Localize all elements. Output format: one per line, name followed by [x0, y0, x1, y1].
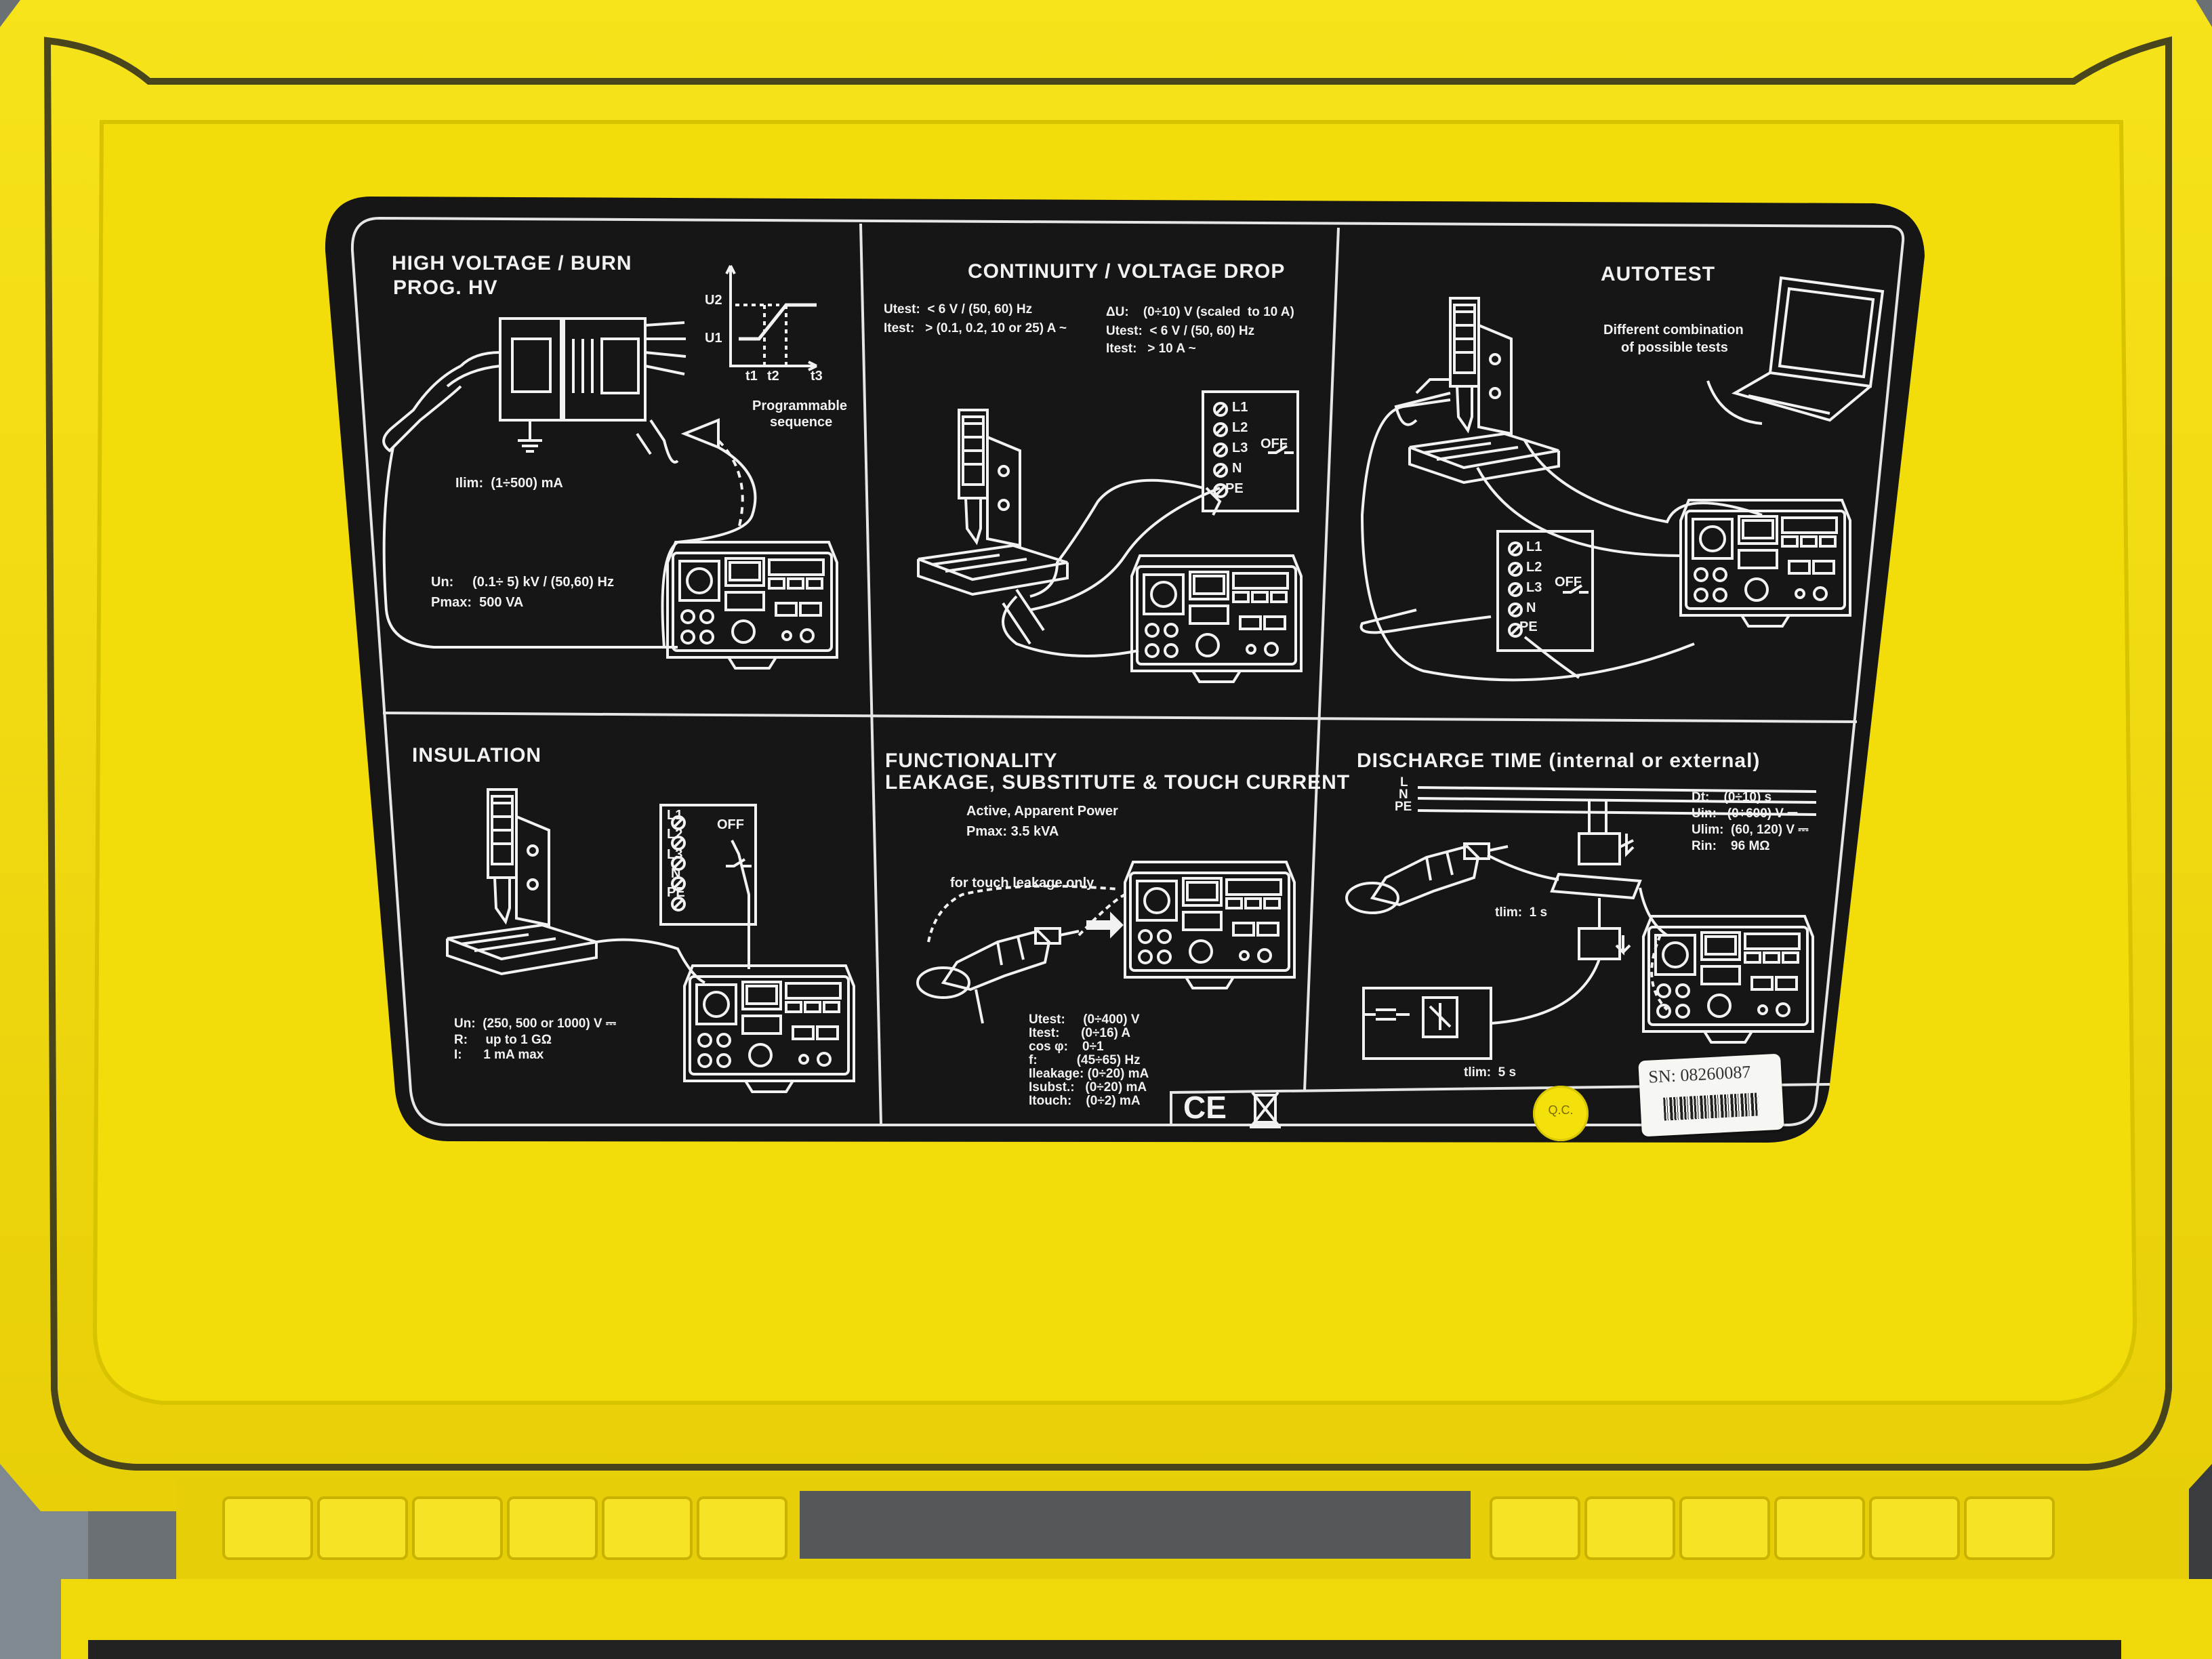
hv-title-line2: PROG. HV	[393, 276, 498, 299]
discharge-line-l: L	[1400, 775, 1408, 790]
insulation-title: INSULATION	[412, 744, 542, 766]
functionality-pmax-spec: Pmax: 3.5 kVA	[966, 824, 1059, 839]
insulation-switch-l1: L1	[667, 808, 683, 823]
insulation-switch-pe: PE	[667, 885, 685, 900]
serial-number-sticker: SN: 08260087	[1638, 1053, 1784, 1137]
continuity-itest-spec: Itest: > (0.1, 0.2, 10 or 25) A ~	[884, 321, 1067, 335]
voltage-drop-utest-spec: Utest: < 6 V / (50, 60) Hz	[1106, 324, 1255, 338]
hv-title-line1: HIGH VOLTAGE / BURN	[392, 252, 632, 274]
autotest-note-line1: Different combination	[1603, 323, 1744, 337]
touch-leakage-note: for touch leakage only	[950, 876, 1094, 890]
functionality-spec-itest: Itest: (0÷16) A	[1029, 1026, 1131, 1040]
continuity-switch-l2: L2	[1232, 420, 1248, 435]
autotest-switch-pe: PE	[1519, 619, 1538, 634]
insulation-switch-n: N	[671, 866, 681, 881]
hv-un-spec: Un: (0.1÷ 5) kV / (50,60) Hz	[431, 575, 614, 590]
voltage-drop-itest-spec: Itest: > 10 A ~	[1106, 342, 1196, 356]
discharge-dt-spec: Dt: (0÷10) s	[1692, 790, 1772, 804]
autotest-switch-l1: L1	[1526, 539, 1542, 554]
leakage-title: LEAKAGE, SUBSTITUTE & TOUCH CURRENT	[885, 771, 1351, 794]
hv-ilim-spec: Ilim: (1÷500) mA	[455, 476, 563, 491]
continuity-switch-pe: PE	[1225, 481, 1244, 496]
discharge-ulim-spec: Ulim: (60, 120) V ⎓	[1692, 823, 1809, 837]
hv-programmable-label: Programmable	[752, 398, 848, 413]
functionality-title: FUNCTIONALITY	[885, 750, 1058, 772]
autotest-switch-n: N	[1526, 600, 1536, 615]
hv-t1-label: t1	[745, 369, 758, 384]
autotest-title: AUTOTEST	[1601, 263, 1716, 285]
functionality-spec-utest: Utest: (0÷400) V	[1029, 1012, 1140, 1027]
functionality-spec-isubst: Isubst.: (0÷20) mA	[1029, 1080, 1147, 1094]
insulation-i-spec: I: 1 mA max	[454, 1048, 544, 1062]
discharge-uin-spec: Uin: (0÷600) V ⎓	[1692, 806, 1798, 821]
autotest-switch-off: OFF	[1555, 575, 1582, 590]
functionality-power-label: Active, Apparent Power	[966, 804, 1118, 819]
continuity-switch-l1: L1	[1232, 400, 1248, 415]
continuity-switch-l3: L3	[1232, 441, 1248, 455]
discharge-title: DISCHARGE TIME (internal or external)	[1357, 750, 1761, 772]
functionality-spec-f: f: (45÷65) Hz	[1029, 1053, 1141, 1067]
ce-mark: CE	[1183, 1090, 1227, 1125]
hv-t2-label: t2	[767, 369, 779, 384]
hv-sequence-label: sequence	[770, 415, 833, 430]
serial-number-text: SN: 08260087	[1647, 1061, 1751, 1087]
insulation-switch-off: OFF	[717, 817, 744, 832]
autotest-note-line2: of possible tests	[1621, 340, 1728, 355]
insulation-switch-l2: L2	[667, 827, 683, 842]
barcode-icon	[1663, 1092, 1759, 1121]
discharge-tlim-1s: tlim: 1 s	[1495, 905, 1548, 920]
autotest-switch-l2: L2	[1526, 560, 1542, 575]
functionality-spec-ileakage: Ileakage: (0÷20) mA	[1029, 1067, 1149, 1081]
hv-t3-label: t3	[811, 369, 823, 384]
qc-sticker-text: Q.C.	[1548, 1103, 1574, 1117]
voltage-drop-du-spec: ΔU: (0÷10) V (scaled to 10 A)	[1106, 305, 1294, 319]
insulation-r-spec: R: up to 1 GΩ	[454, 1033, 552, 1047]
autotest-switch-l3: L3	[1526, 580, 1542, 595]
continuity-switch-n: N	[1232, 461, 1242, 476]
functionality-spec-itouch: Itouch: (0÷2) mA	[1029, 1094, 1141, 1108]
continuity-title: CONTINUITY / VOLTAGE DROP	[968, 260, 1286, 283]
qc-sticker: Q.C.	[1533, 1086, 1589, 1141]
hv-pmax-spec: Pmax: 500 VA	[431, 595, 524, 610]
continuity-utest-spec: Utest: < 6 V / (50, 60) Hz	[884, 302, 1033, 316]
insulation-switch-l3: L3	[667, 847, 683, 862]
discharge-line-pe: PE	[1395, 800, 1412, 814]
insulation-un-spec: Un: (250, 500 or 1000) V ⎓	[454, 1017, 617, 1031]
discharge-rin-spec: Rin: 96 MΩ	[1692, 839, 1770, 853]
hv-u1-label: U1	[705, 331, 722, 346]
functionality-spec-cosphi: cos φ: 0÷1	[1029, 1040, 1104, 1054]
discharge-line-n: N	[1399, 787, 1408, 802]
continuity-switch-off: OFF	[1261, 436, 1288, 451]
hv-u2-label: U2	[705, 293, 722, 308]
discharge-tlim-5s: tlim: 5 s	[1464, 1065, 1517, 1080]
